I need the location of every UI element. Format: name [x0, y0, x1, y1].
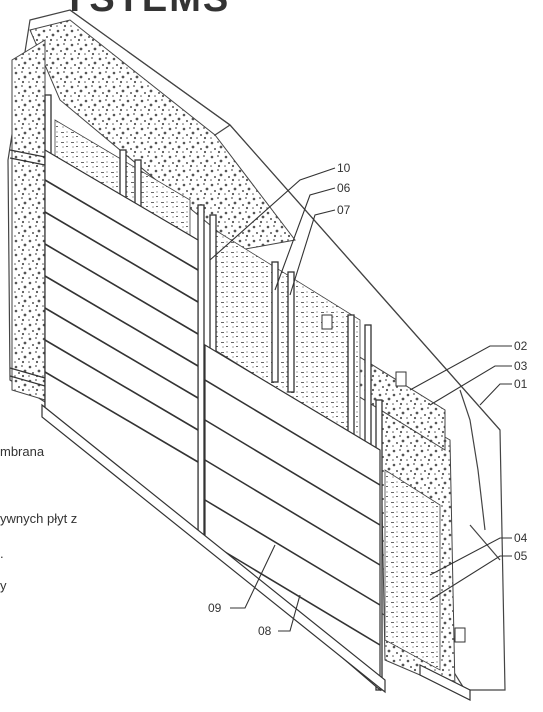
bracket-1 — [321, 314, 333, 330]
leader-07 — [289, 209, 336, 296]
stud-4 — [197, 204, 205, 536]
leader-06 — [274, 187, 336, 291]
leader-02 — [409, 345, 512, 391]
stud-6 — [271, 261, 279, 383]
siding-panels — [41, 148, 386, 694]
leader-05 — [429, 555, 512, 601]
callout-03: 03 — [514, 359, 528, 373]
starter-strip — [41, 403, 386, 694]
masonry-top-band — [29, 19, 296, 251]
stud-7 — [287, 271, 295, 393]
callout-01: 01 — [514, 377, 528, 391]
leader-04 — [429, 537, 512, 576]
leader-08 — [278, 594, 301, 632]
callout-04: 04 — [514, 531, 528, 545]
callout-06: 06 — [337, 181, 351, 195]
rail-bottom-left-2 — [9, 375, 46, 387]
leader-09 — [230, 544, 276, 609]
brackets — [321, 314, 466, 643]
side-text-line-4: y — [0, 578, 7, 593]
wall-top-break — [214, 124, 231, 136]
side-text-line-3: . — [0, 546, 4, 561]
stud-8 — [347, 314, 355, 446]
siding-panel-right — [204, 343, 381, 692]
wall-edge-offset — [469, 524, 501, 561]
stud-9 — [364, 324, 372, 456]
leader-01 — [479, 383, 512, 406]
diagram-title: YSTEMS — [62, 0, 230, 21]
side-text-line-2: ywnych płyt z — [0, 511, 78, 526]
callout-02: 02 — [514, 339, 528, 353]
leader-10 — [209, 167, 336, 261]
bracket-3 — [454, 627, 466, 643]
insulation-lower — [384, 469, 441, 671]
bracket-2 — [395, 371, 407, 387]
masonry-left-column — [11, 39, 46, 401]
callout-09: 09 — [208, 601, 222, 615]
callout-10: 10 — [337, 161, 351, 175]
side-text-line-1: mbrana — [0, 444, 45, 459]
callout-07: 07 — [337, 203, 351, 217]
leader-03 — [429, 365, 512, 406]
wall-edge-line — [459, 389, 486, 531]
callout-08: 08 — [258, 624, 272, 638]
callout-05: 05 — [514, 549, 528, 563]
siding-board-joints — [44, 179, 381, 646]
rail-bottom-left — [9, 367, 46, 379]
bottom-angle — [419, 664, 471, 701]
leader-lines — [209, 167, 512, 632]
